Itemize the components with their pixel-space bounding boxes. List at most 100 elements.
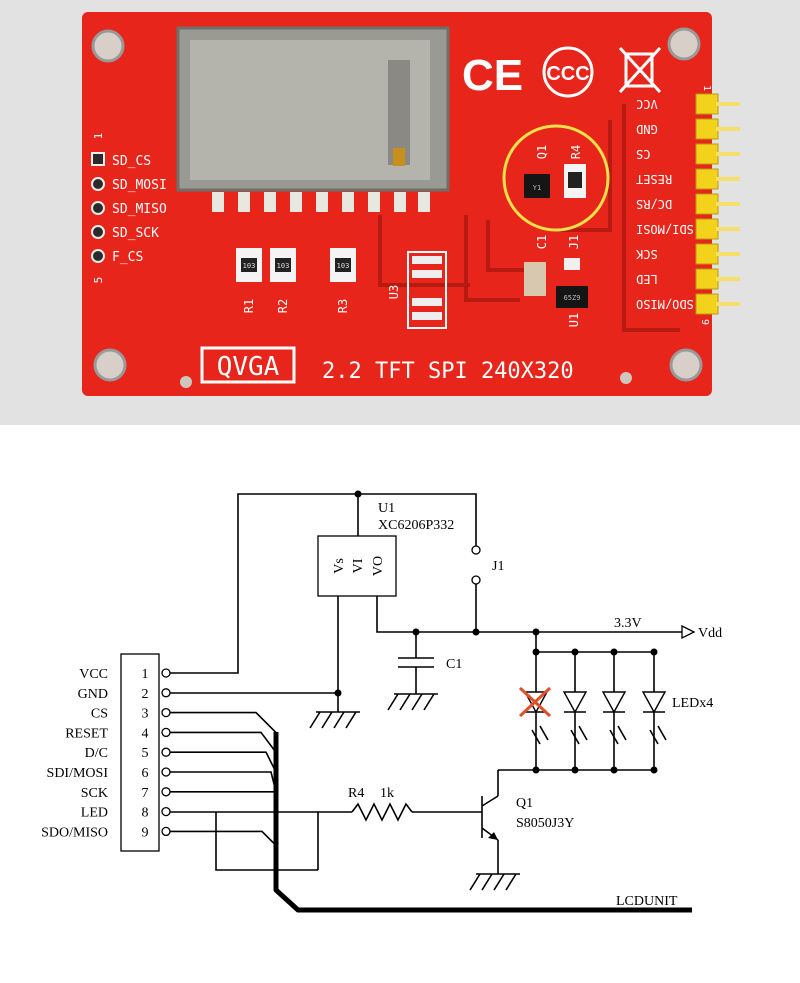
ground-hatch (493, 873, 505, 891)
junction (650, 766, 658, 774)
bus-tap-wire (170, 790, 277, 812)
header-label-vcc: VCC (636, 97, 658, 111)
connector-pin-number: 2 (142, 687, 149, 702)
led-emission-arrow (617, 725, 627, 741)
lcdunit-bus (273, 732, 692, 913)
highlight-ring (502, 124, 610, 232)
ce-mark: CE (462, 51, 523, 100)
bus-tap-wire (170, 731, 277, 753)
led-emission-arrow (531, 729, 541, 745)
rail-voltage: 3.3V (614, 616, 642, 631)
junction (354, 490, 362, 498)
header-label-sdo: SDO/MISO (636, 297, 694, 311)
capacitor-ref: C1 (446, 657, 462, 672)
header-pin (716, 202, 740, 206)
connector-pin-terminal (161, 727, 171, 738)
regulator-u1 (317, 535, 397, 597)
resistor-code: 103 (243, 262, 256, 270)
led-array (523, 632, 667, 774)
weee-bin-icon (618, 46, 662, 94)
bus-tap-wire (170, 830, 277, 846)
q1-package (524, 174, 550, 198)
ref-r2: R2 (276, 299, 290, 313)
ground-hatch (423, 693, 435, 711)
led-emission-arrow (570, 729, 580, 745)
header-pin-first-number: 1 (701, 85, 712, 91)
bus-tap-wire (170, 751, 277, 773)
junction (610, 648, 618, 656)
sd-pin-row: SD_CS SD_MOSI SD_MISO SD_SCK F_CS 1 5 (91, 133, 167, 284)
sd-pin-label: SD_CS (112, 154, 151, 169)
resistor-ref: R4 (348, 786, 364, 801)
ref-c1: C1 (535, 235, 549, 249)
resistor-value: 1k (380, 786, 394, 801)
bus-tap-wire (170, 771, 277, 793)
certification-marks: CE CCC (462, 46, 662, 100)
led-diode (641, 691, 667, 714)
ground-hatch (387, 693, 399, 711)
connector-pin-name: SCK (81, 786, 108, 801)
header-label-reset: RESET (636, 172, 672, 186)
connector-pin-terminal (161, 826, 171, 837)
junction (334, 689, 342, 697)
connector-pin-terminal (161, 806, 171, 817)
jumper-contact (471, 545, 481, 555)
regulator-pin-vs: Vs (332, 558, 347, 574)
model-marking: QVGA 2.2 TFT SPI 240X320 (200, 346, 574, 384)
connector-pin-number: 6 (142, 766, 149, 781)
led-emission-arrow (649, 729, 659, 745)
connector-pin-terminal (161, 688, 171, 698)
ground-hatch (481, 873, 493, 891)
led-diode (562, 691, 588, 714)
junction (650, 648, 658, 656)
connector-pin-terminal (161, 747, 171, 757)
bus-label: LCDUNIT (616, 894, 678, 909)
led-label: LEDx4 (672, 696, 713, 711)
connector-pin-name: SDO/MISO (41, 825, 108, 840)
pcb-traces (378, 104, 680, 332)
bus-tap-wire (170, 711, 277, 734)
header-pin-block (695, 93, 719, 115)
transistor-collector (481, 795, 499, 807)
header-pin (716, 152, 740, 156)
ground-hatch (399, 693, 411, 711)
base-wire (317, 811, 352, 870)
highlight-q1-r4: Y1 Q1 R4 (502, 124, 610, 232)
sd-pin-label: SD_MISO (112, 202, 167, 217)
ref-u3: U3 (387, 285, 401, 299)
qvga-badge: QVGA (217, 352, 280, 382)
connector-pin-number: 8 (142, 806, 149, 821)
vcc-wire (170, 493, 477, 674)
ground-hatch (333, 711, 345, 729)
signal-bus-taps (170, 711, 277, 846)
connector-pin-name: D/C (85, 746, 108, 761)
ref-r1: R1 (242, 299, 256, 313)
ground-hatch (309, 711, 321, 729)
rail-wire (376, 596, 682, 633)
transistor-ref: Q1 (516, 796, 533, 811)
sd-pin-label: SD_SCK (112, 226, 159, 241)
header-pin (716, 277, 740, 281)
sd-pin-first-number: 1 (92, 133, 105, 140)
ref-u1: U1 (567, 313, 581, 327)
u1-code: 65Z9 (564, 294, 581, 302)
header-pins (695, 93, 740, 315)
power-components: 65Z9 C1 J1 U1 (524, 235, 588, 327)
smd-resistors: 103 103 103 R1 R2 R3 (236, 248, 356, 313)
header-label-sdi: SDI/MOSI (636, 222, 694, 236)
connector-pin-name: LED (81, 806, 108, 821)
ccc-mark: CCC (546, 63, 589, 85)
header-label-dcrs: DC/RS (636, 197, 672, 211)
jumper-contact (471, 575, 481, 585)
sd-pin-last-number: 5 (92, 277, 105, 284)
led-emission-arrow (657, 725, 667, 741)
connector-pin-name: GND (78, 687, 108, 702)
connector-pin-terminal (161, 668, 171, 678)
qvga-badge-box (200, 346, 296, 384)
model-text: 2.2 TFT SPI 240X320 (322, 359, 574, 384)
mounting-holes (91, 27, 703, 388)
connector-pin-name: RESET (65, 726, 108, 741)
ground-hatch (345, 711, 357, 729)
